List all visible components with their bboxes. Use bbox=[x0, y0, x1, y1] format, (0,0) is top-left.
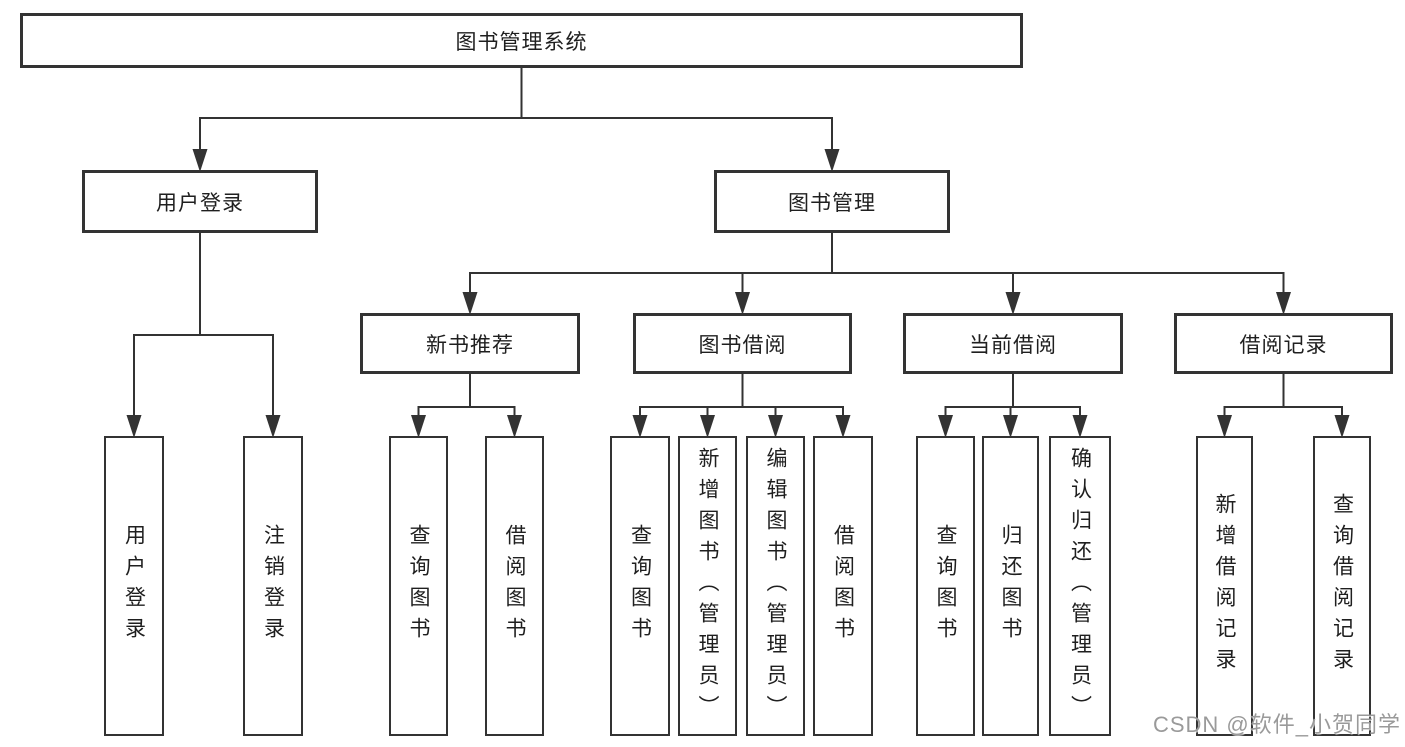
arrowhead-down-icon bbox=[1003, 415, 1018, 438]
node-current-borrow: 当前借阅 bbox=[903, 313, 1123, 374]
node-label-new-book-rec: 新书推荐 bbox=[426, 333, 514, 357]
arrowhead-down-icon bbox=[507, 415, 522, 438]
arrowhead-down-icon bbox=[1334, 415, 1350, 438]
node-rec-borrow: 借阅图书 bbox=[485, 436, 544, 736]
node-bb-borrow: 借阅图书 bbox=[813, 436, 873, 736]
node-label-book-mgmt: 图书管理 bbox=[788, 191, 876, 215]
node-login: 用户登录 bbox=[104, 436, 164, 736]
node-label-book-borrow: 图书借阅 bbox=[698, 333, 787, 357]
arrowhead-down-icon bbox=[768, 415, 783, 438]
arrowhead-down-icon bbox=[835, 415, 851, 438]
node-label-cb-return: 归还图书 bbox=[999, 524, 1022, 648]
node-label-user-login: 用户登录 bbox=[156, 191, 244, 215]
node-book-borrow: 图书借阅 bbox=[633, 313, 852, 374]
node-br-query: 查询借阅记录 bbox=[1313, 436, 1371, 736]
node-rec-query: 查询图书 bbox=[389, 436, 448, 736]
arrowhead-down-icon bbox=[632, 415, 648, 438]
node-label-current-borrow: 当前借阅 bbox=[969, 333, 1057, 357]
node-label-login: 用户登录 bbox=[122, 524, 146, 648]
node-logout: 注销登录 bbox=[243, 436, 303, 736]
node-new-book-rec: 新书推荐 bbox=[360, 313, 580, 374]
node-bb-edit: 编辑图书（管理员） bbox=[746, 436, 805, 736]
arrowhead-down-icon bbox=[700, 415, 715, 438]
node-book-mgmt: 图书管理 bbox=[714, 170, 950, 233]
node-label-logout: 注销登录 bbox=[261, 524, 285, 648]
node-label-rec-query: 查询图书 bbox=[407, 524, 430, 648]
arrowhead-down-icon bbox=[1005, 292, 1021, 315]
node-cb-confirm: 确认归还（管理员） bbox=[1049, 436, 1111, 736]
node-bb-query: 查询图书 bbox=[610, 436, 670, 736]
node-label-rec-borrow: 借阅图书 bbox=[503, 524, 526, 648]
arrowhead-down-icon bbox=[1276, 292, 1291, 315]
arrowhead-down-icon bbox=[265, 415, 281, 438]
arrowhead-down-icon bbox=[126, 415, 142, 438]
node-label-bb-add: 新增图书（管理员） bbox=[696, 446, 719, 726]
node-label-root: 图书管理系统 bbox=[455, 30, 588, 54]
node-user-login: 用户登录 bbox=[82, 170, 318, 233]
arrowhead-down-icon bbox=[824, 149, 840, 172]
node-label-cb-confirm: 确认归还（管理员） bbox=[1068, 446, 1092, 726]
node-label-bb-borrow: 借阅图书 bbox=[831, 524, 855, 648]
node-root: 图书管理系统 bbox=[20, 13, 1023, 68]
node-bb-add: 新增图书（管理员） bbox=[678, 436, 737, 736]
node-label-bb-query: 查询图书 bbox=[628, 524, 652, 648]
node-cb-return: 归还图书 bbox=[982, 436, 1039, 736]
node-cb-query: 查询图书 bbox=[916, 436, 975, 736]
node-label-bb-edit: 编辑图书（管理员） bbox=[764, 446, 787, 726]
node-label-cb-query: 查询图书 bbox=[934, 524, 957, 648]
arrowhead-down-icon bbox=[192, 149, 208, 172]
arrowhead-down-icon bbox=[938, 415, 953, 438]
node-label-borrow-records: 借阅记录 bbox=[1239, 333, 1328, 357]
arrowhead-down-icon bbox=[1072, 415, 1088, 438]
arrowhead-down-icon bbox=[735, 292, 750, 315]
node-br-add: 新增借阅记录 bbox=[1196, 436, 1253, 736]
node-label-br-add: 新增借阅记录 bbox=[1213, 493, 1236, 679]
arrowhead-down-icon bbox=[411, 415, 426, 438]
node-label-br-query: 查询借阅记录 bbox=[1330, 493, 1354, 679]
node-borrow-records: 借阅记录 bbox=[1174, 313, 1393, 374]
arrowhead-down-icon bbox=[1217, 415, 1232, 438]
arrowhead-down-icon bbox=[462, 292, 478, 315]
